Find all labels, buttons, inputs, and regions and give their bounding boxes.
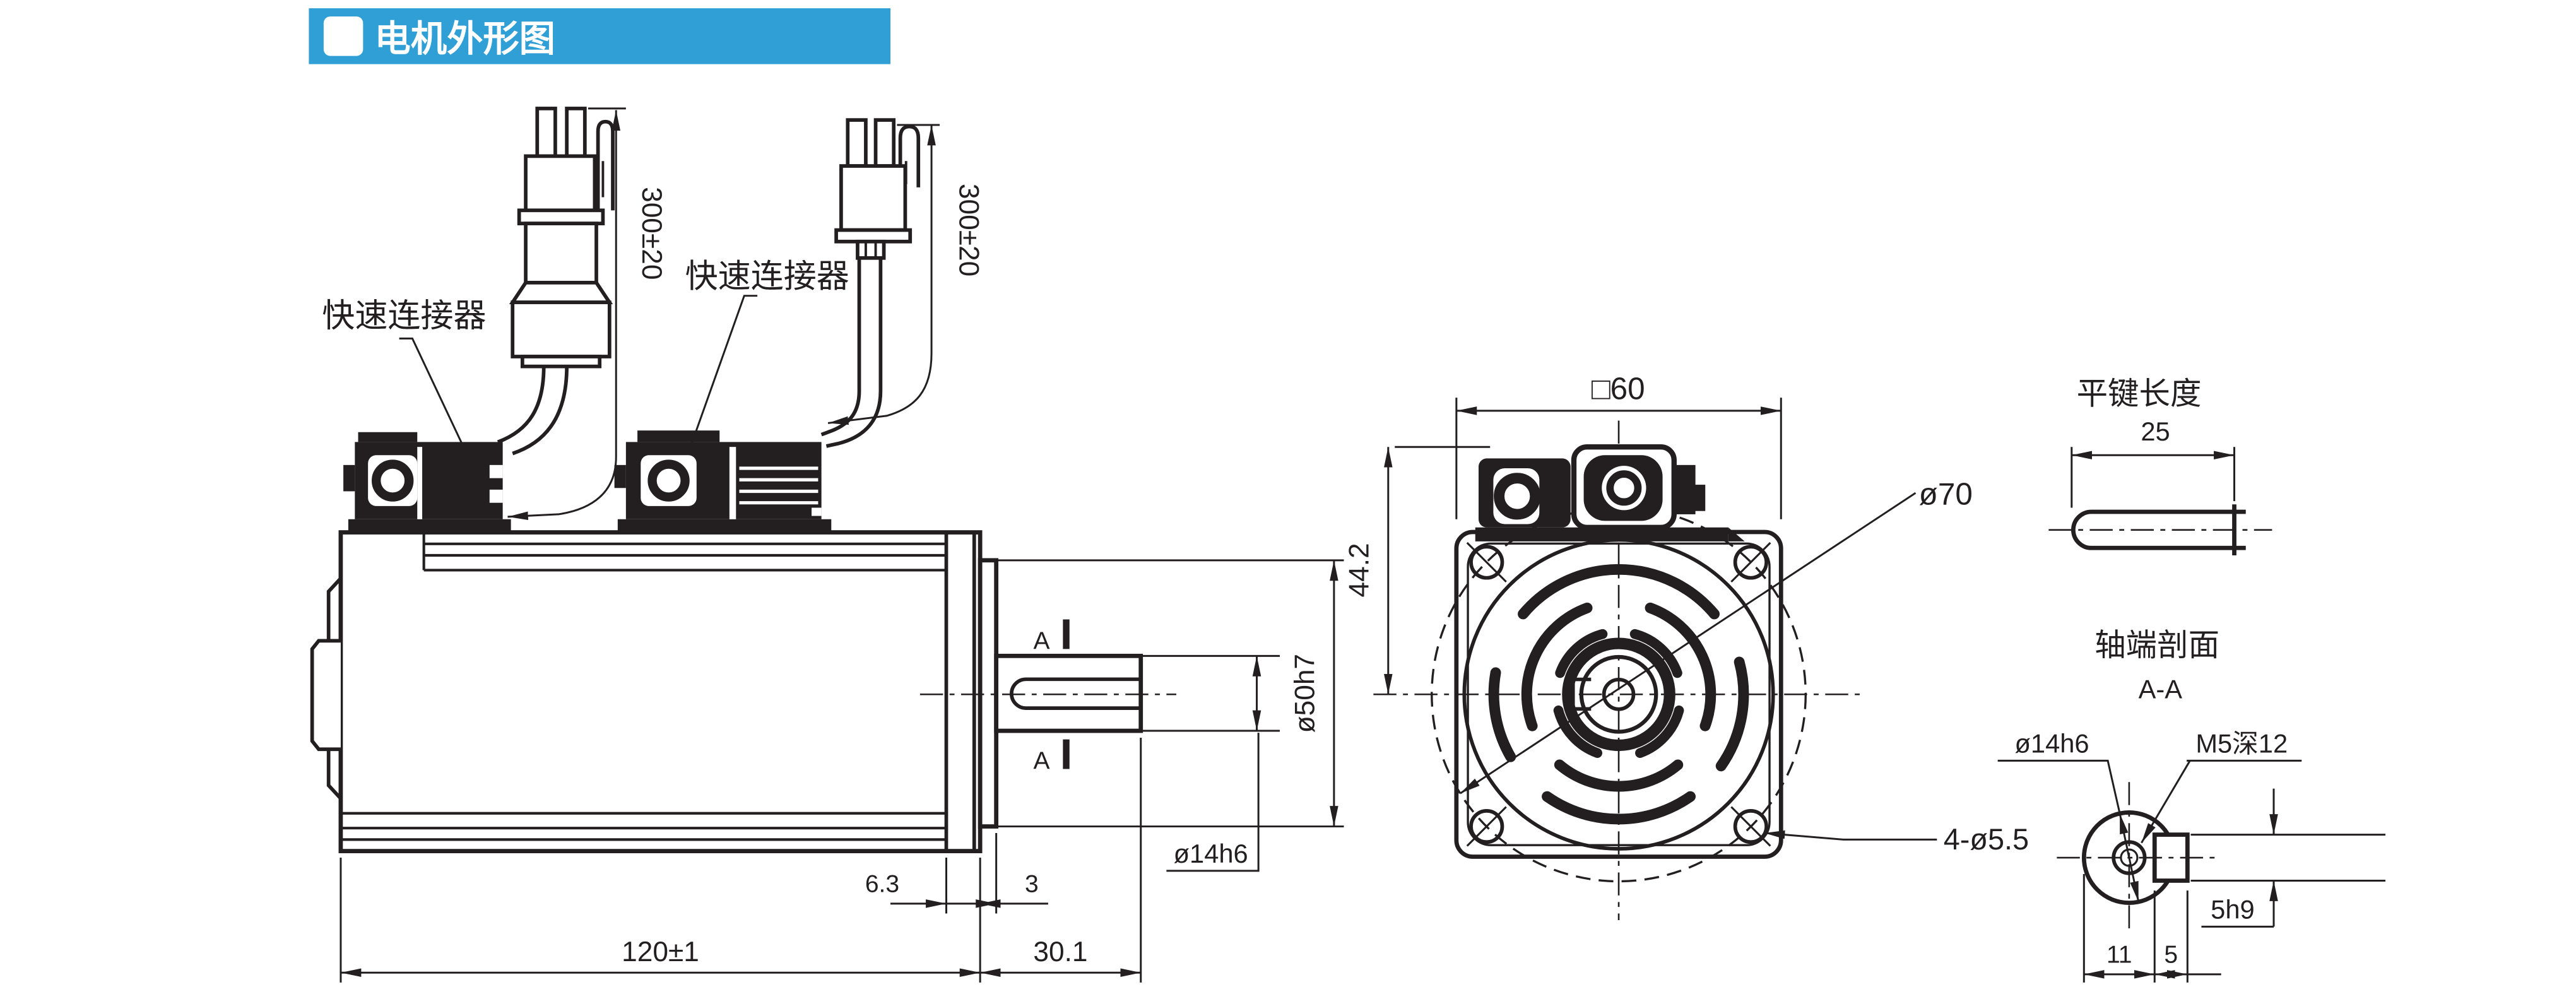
dim-pilot-length: 3	[1025, 871, 1039, 898]
dim-mounting-holes: 4-ø5.5	[1944, 823, 2029, 856]
height-to-center-dim: 44.2	[1344, 446, 1491, 695]
vent-slots-inner	[1553, 629, 1684, 759]
section-label: A-A	[2139, 675, 2183, 704]
section-title: 轴端剖面	[2094, 628, 2219, 663]
connector-leader-right	[690, 295, 758, 444]
cable-length-right: 300±20	[953, 184, 984, 276]
keyway-detail: 平键长度 25	[2048, 377, 2272, 556]
frame-size-dim: □60	[1455, 372, 1782, 519]
mounting-holes	[1466, 541, 1771, 847]
front-view: □60 ø70 4-ø5.5	[1373, 372, 2029, 920]
section-dim-11: 11	[2106, 942, 2132, 969]
keyway-title: 平键长度	[2077, 377, 2202, 411]
connector-label-left: 快速连接器	[322, 298, 486, 334]
connector-label-right: 快速连接器	[685, 259, 849, 295]
section-dim-shaft-dia: ø14h6	[2015, 728, 2089, 758]
body-shell-lines	[340, 532, 947, 841]
banner-background	[309, 8, 890, 64]
shaft-diameter-dim: ø14h6	[1140, 654, 1280, 872]
dim-frame-size: □60	[1592, 372, 1645, 406]
section-banner: 电机外形图	[309, 8, 890, 64]
pilot-diameter-dim: ø50h7	[996, 559, 1344, 828]
shaft-section-view: 轴端剖面 A-A ø14h6 M5深12 5h9 11 5	[1997, 628, 2386, 983]
front-top-connectors	[1475, 444, 1745, 541]
vent-slots-middle	[1521, 602, 1716, 792]
vent-slots-outer	[1488, 564, 1749, 825]
side-view: A A	[310, 107, 1491, 983]
section-marker-a-bottom: A	[1033, 747, 1049, 774]
dim-shaft-diameter: ø14h6	[1174, 839, 1248, 868]
page-title: 电机外形图	[375, 19, 555, 59]
dim-shaft-extension: 30.1	[1033, 937, 1087, 967]
motor-connector-right	[614, 430, 822, 519]
motor-connector-left	[343, 432, 503, 519]
connector-leader-left	[399, 337, 468, 454]
rear-boss	[310, 639, 341, 752]
quick-connector-plug-left	[497, 107, 615, 456]
left-connector-plate	[348, 519, 511, 533]
cable-length-left: 300±20	[636, 187, 667, 280]
front-keyway-notch	[1571, 677, 1592, 711]
section-dim-5: 5	[2164, 942, 2178, 969]
dim-flange-thickness: 6.3	[865, 871, 899, 898]
cable-length-dim-left: 300±20	[507, 107, 667, 521]
section-marker-a-top: A	[1033, 627, 1049, 654]
motor-body	[338, 530, 983, 853]
right-connector-plate	[617, 519, 832, 533]
shaft	[994, 653, 1143, 733]
section-dim-tap: M5深12	[2195, 728, 2288, 758]
bolt-circle-callout: ø70	[1460, 476, 1973, 795]
dim-height-center: 44.2	[1344, 543, 1375, 597]
dim-bolt-circle: ø70	[1919, 476, 1973, 511]
cable-length-dim-right: 300±20	[827, 124, 984, 425]
dim-body-length: 120±1	[622, 937, 699, 967]
pilot-boss	[978, 558, 999, 829]
mounting-hole-callout: 4-ø5.5	[1764, 823, 2029, 856]
side-bottom-dimensions: 6.3 3 120±1 30.1	[340, 737, 1142, 983]
banner-square-icon	[323, 16, 363, 56]
section-dim-key-width: 5h9	[2211, 894, 2254, 924]
dim-pilot-diameter: ø50h7	[1290, 654, 1321, 733]
flange-face-lines	[944, 532, 976, 851]
dim-key-length: 25	[2141, 417, 2170, 446]
